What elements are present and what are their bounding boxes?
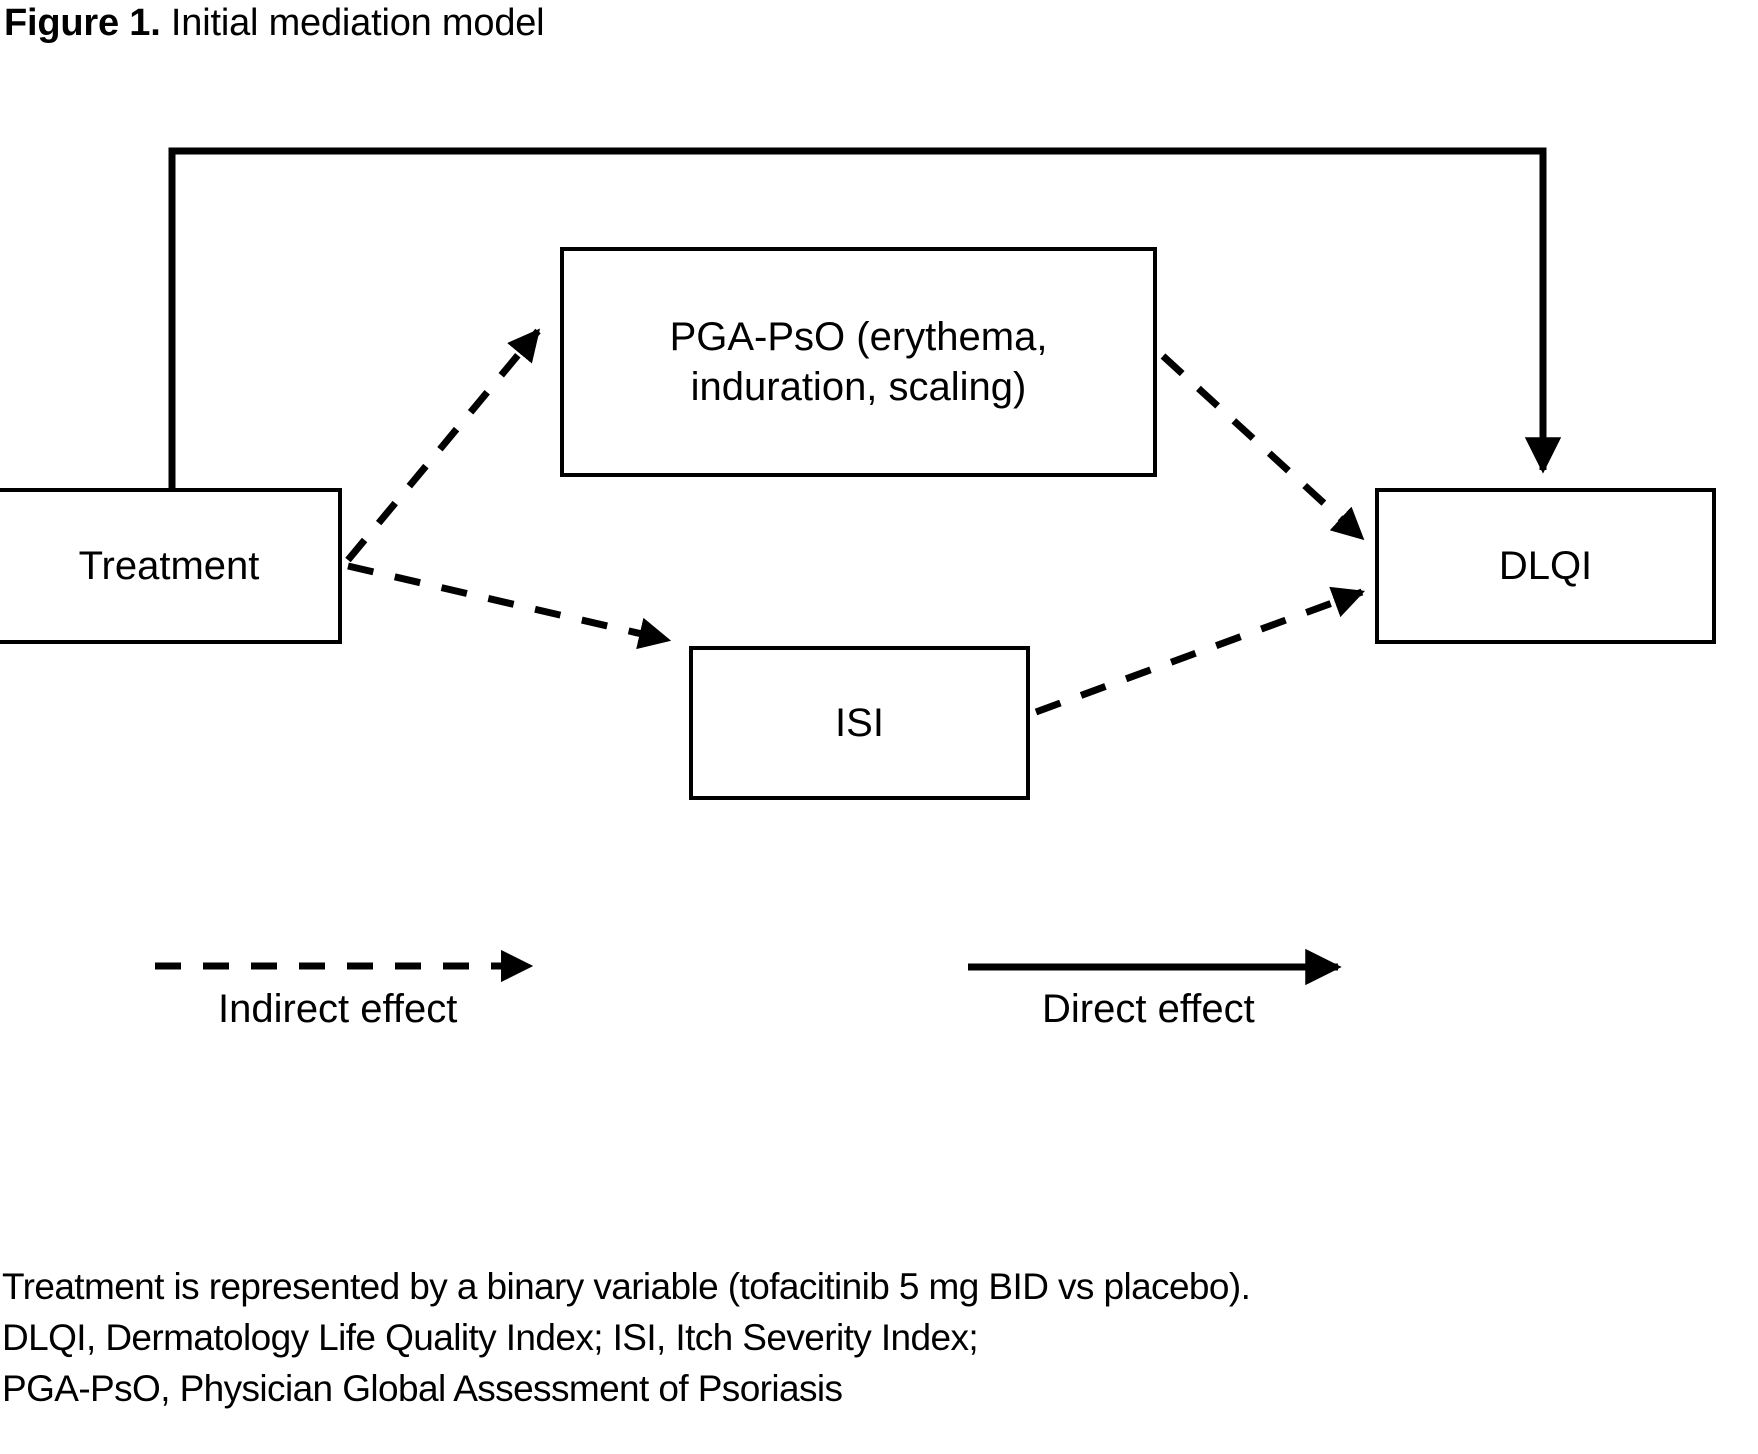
footnote-line-2: DLQI, Dermatology Life Quality Index; IS…	[2, 1317, 979, 1358]
node-pga-pso[interactable]: PGA-PsO (erythema, induration, scaling)	[560, 247, 1157, 477]
node-treatment-label: Treatment	[78, 544, 260, 588]
figure-number: Figure 1.	[4, 2, 161, 44]
footnote-line-1: Treatment is represented by a binary var…	[2, 1266, 1251, 1307]
node-pga-pso-label-line-2: induration, scaling)	[690, 365, 1027, 409]
edge-treatment-to-isi	[347, 562, 672, 650]
node-treatment[interactable]: Treatment	[0, 488, 342, 644]
edge-treatment-to-pgapso	[345, 328, 541, 563]
edge-pgapso-to-dlqi	[1160, 353, 1365, 541]
legend-indirect-label: Indirect effect	[218, 987, 458, 1031]
figure-title-text: Initial mediation model	[160, 2, 545, 44]
mediation-diagram: Treatment PGA-PsO (erythema, induration, …	[0, 147, 1716, 1031]
legend-direct-label: Direct effect	[1042, 987, 1255, 1031]
footnote-line-3: PGA-PsO, Physician Global Assessment of …	[2, 1368, 843, 1409]
diagram-edges-layer	[155, 147, 1562, 986]
node-pga-pso-label: PGA-PsO (erythema, induration, scaling)	[660, 312, 1058, 412]
node-isi[interactable]: ISI	[689, 646, 1030, 800]
figure-footnote: Treatment is represented by a binary var…	[2, 1261, 1758, 1414]
figure-caption: Figure 1. Initial mediation model	[4, 0, 545, 46]
node-pga-pso-label-line-1: PGA-PsO (erythema,	[669, 315, 1048, 359]
node-isi-label: ISI	[835, 701, 884, 745]
edge-isi-to-dlqi	[1034, 586, 1366, 716]
node-dlqi[interactable]: DLQI	[1375, 488, 1716, 644]
edge-treatment-to-dlqi-direct	[168, 147, 1562, 560]
node-dlqi-label: DLQI	[1498, 544, 1593, 588]
